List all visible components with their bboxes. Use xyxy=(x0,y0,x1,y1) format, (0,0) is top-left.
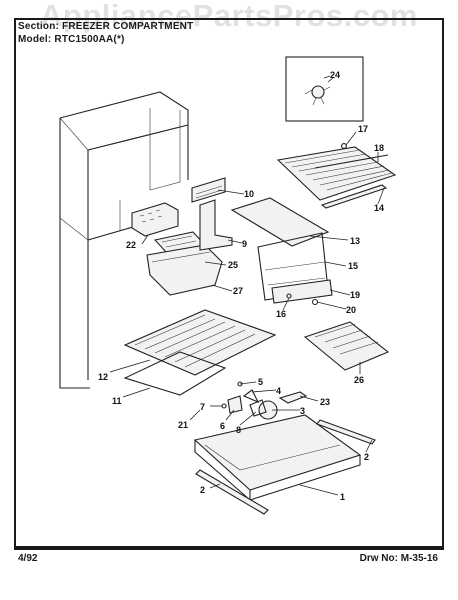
inset-box-part-24 xyxy=(285,56,364,122)
callout-2-right: 2 xyxy=(364,452,369,462)
callout-14: 14 xyxy=(374,203,384,213)
part-14-shelf-trim xyxy=(320,184,388,209)
callout-10: 10 xyxy=(244,189,254,199)
callout-22: 22 xyxy=(126,240,136,250)
callout-11: 11 xyxy=(112,396,122,406)
part-13-shelf-panel xyxy=(230,197,330,247)
part-10-vent-grille xyxy=(191,177,226,203)
callout-17: 17 xyxy=(358,124,368,134)
callout-20: 20 xyxy=(346,305,356,315)
callout-21: 21 xyxy=(178,420,188,430)
callout-13: 13 xyxy=(350,236,360,246)
callout-3: 3 xyxy=(300,406,305,416)
part-8-shroud xyxy=(249,399,267,417)
callout-6: 6 xyxy=(220,421,225,431)
part-2-trim-strip-right xyxy=(316,419,376,445)
part-6-bracket xyxy=(227,395,243,414)
drawing-number: Drw No: M-35-16 xyxy=(359,553,438,564)
part-7-grommet xyxy=(221,403,227,409)
cabinet-outline xyxy=(59,91,189,389)
callout-5: 5 xyxy=(258,377,263,387)
callout-19: 19 xyxy=(350,290,360,300)
callout-27: 27 xyxy=(233,286,243,296)
section-title: Section: FREEZER COMPARTMENT xyxy=(18,21,194,32)
callout-8: 8 xyxy=(236,425,241,435)
callout-25: 25 xyxy=(228,260,238,270)
leader-lines xyxy=(109,75,385,496)
footer-rule xyxy=(14,548,444,550)
drawing-frame xyxy=(14,18,444,548)
part-12-freezer-shelf xyxy=(123,309,277,376)
part-27-ice-bucket xyxy=(146,244,223,296)
callout-23: 23 xyxy=(320,397,330,407)
callout-7: 7 xyxy=(200,402,205,412)
callout-16: 16 xyxy=(276,309,286,319)
header: Section: FREEZER COMPARTMENT Model: RTC1… xyxy=(18,20,193,46)
part-1-drip-tray xyxy=(193,414,362,501)
model-title: Model: RTC1500AA(*) xyxy=(18,34,125,45)
callout-9: 9 xyxy=(242,239,247,249)
part-4-fan-blade xyxy=(242,389,260,404)
callout-2-left: 2 xyxy=(200,485,205,495)
revision-date: 4/92 xyxy=(18,553,38,564)
part-23-clip xyxy=(278,391,308,404)
callout-24: 24 xyxy=(330,70,340,80)
callout-18: 18 xyxy=(374,143,384,153)
callout-labels: 24 17 18 14 10 22 9 13 25 15 27 19 16 20… xyxy=(98,70,384,502)
callout-12: 12 xyxy=(98,372,108,382)
part-22-ice-maker xyxy=(131,202,179,237)
part-20-bracket xyxy=(311,298,319,306)
part-2-trim-strip-left xyxy=(195,469,269,515)
part-18-wire-shelf xyxy=(276,146,397,201)
part-11-shelf-pan xyxy=(123,351,227,396)
part-17-shelf-clip xyxy=(341,143,347,149)
callout-4: 4 xyxy=(276,386,281,396)
callout-1: 1 xyxy=(340,492,345,502)
part-26-ice-tray-rack xyxy=(303,321,390,371)
callout-15: 15 xyxy=(348,261,358,271)
callout-26: 26 xyxy=(354,375,364,385)
part-9-duct xyxy=(199,199,233,251)
